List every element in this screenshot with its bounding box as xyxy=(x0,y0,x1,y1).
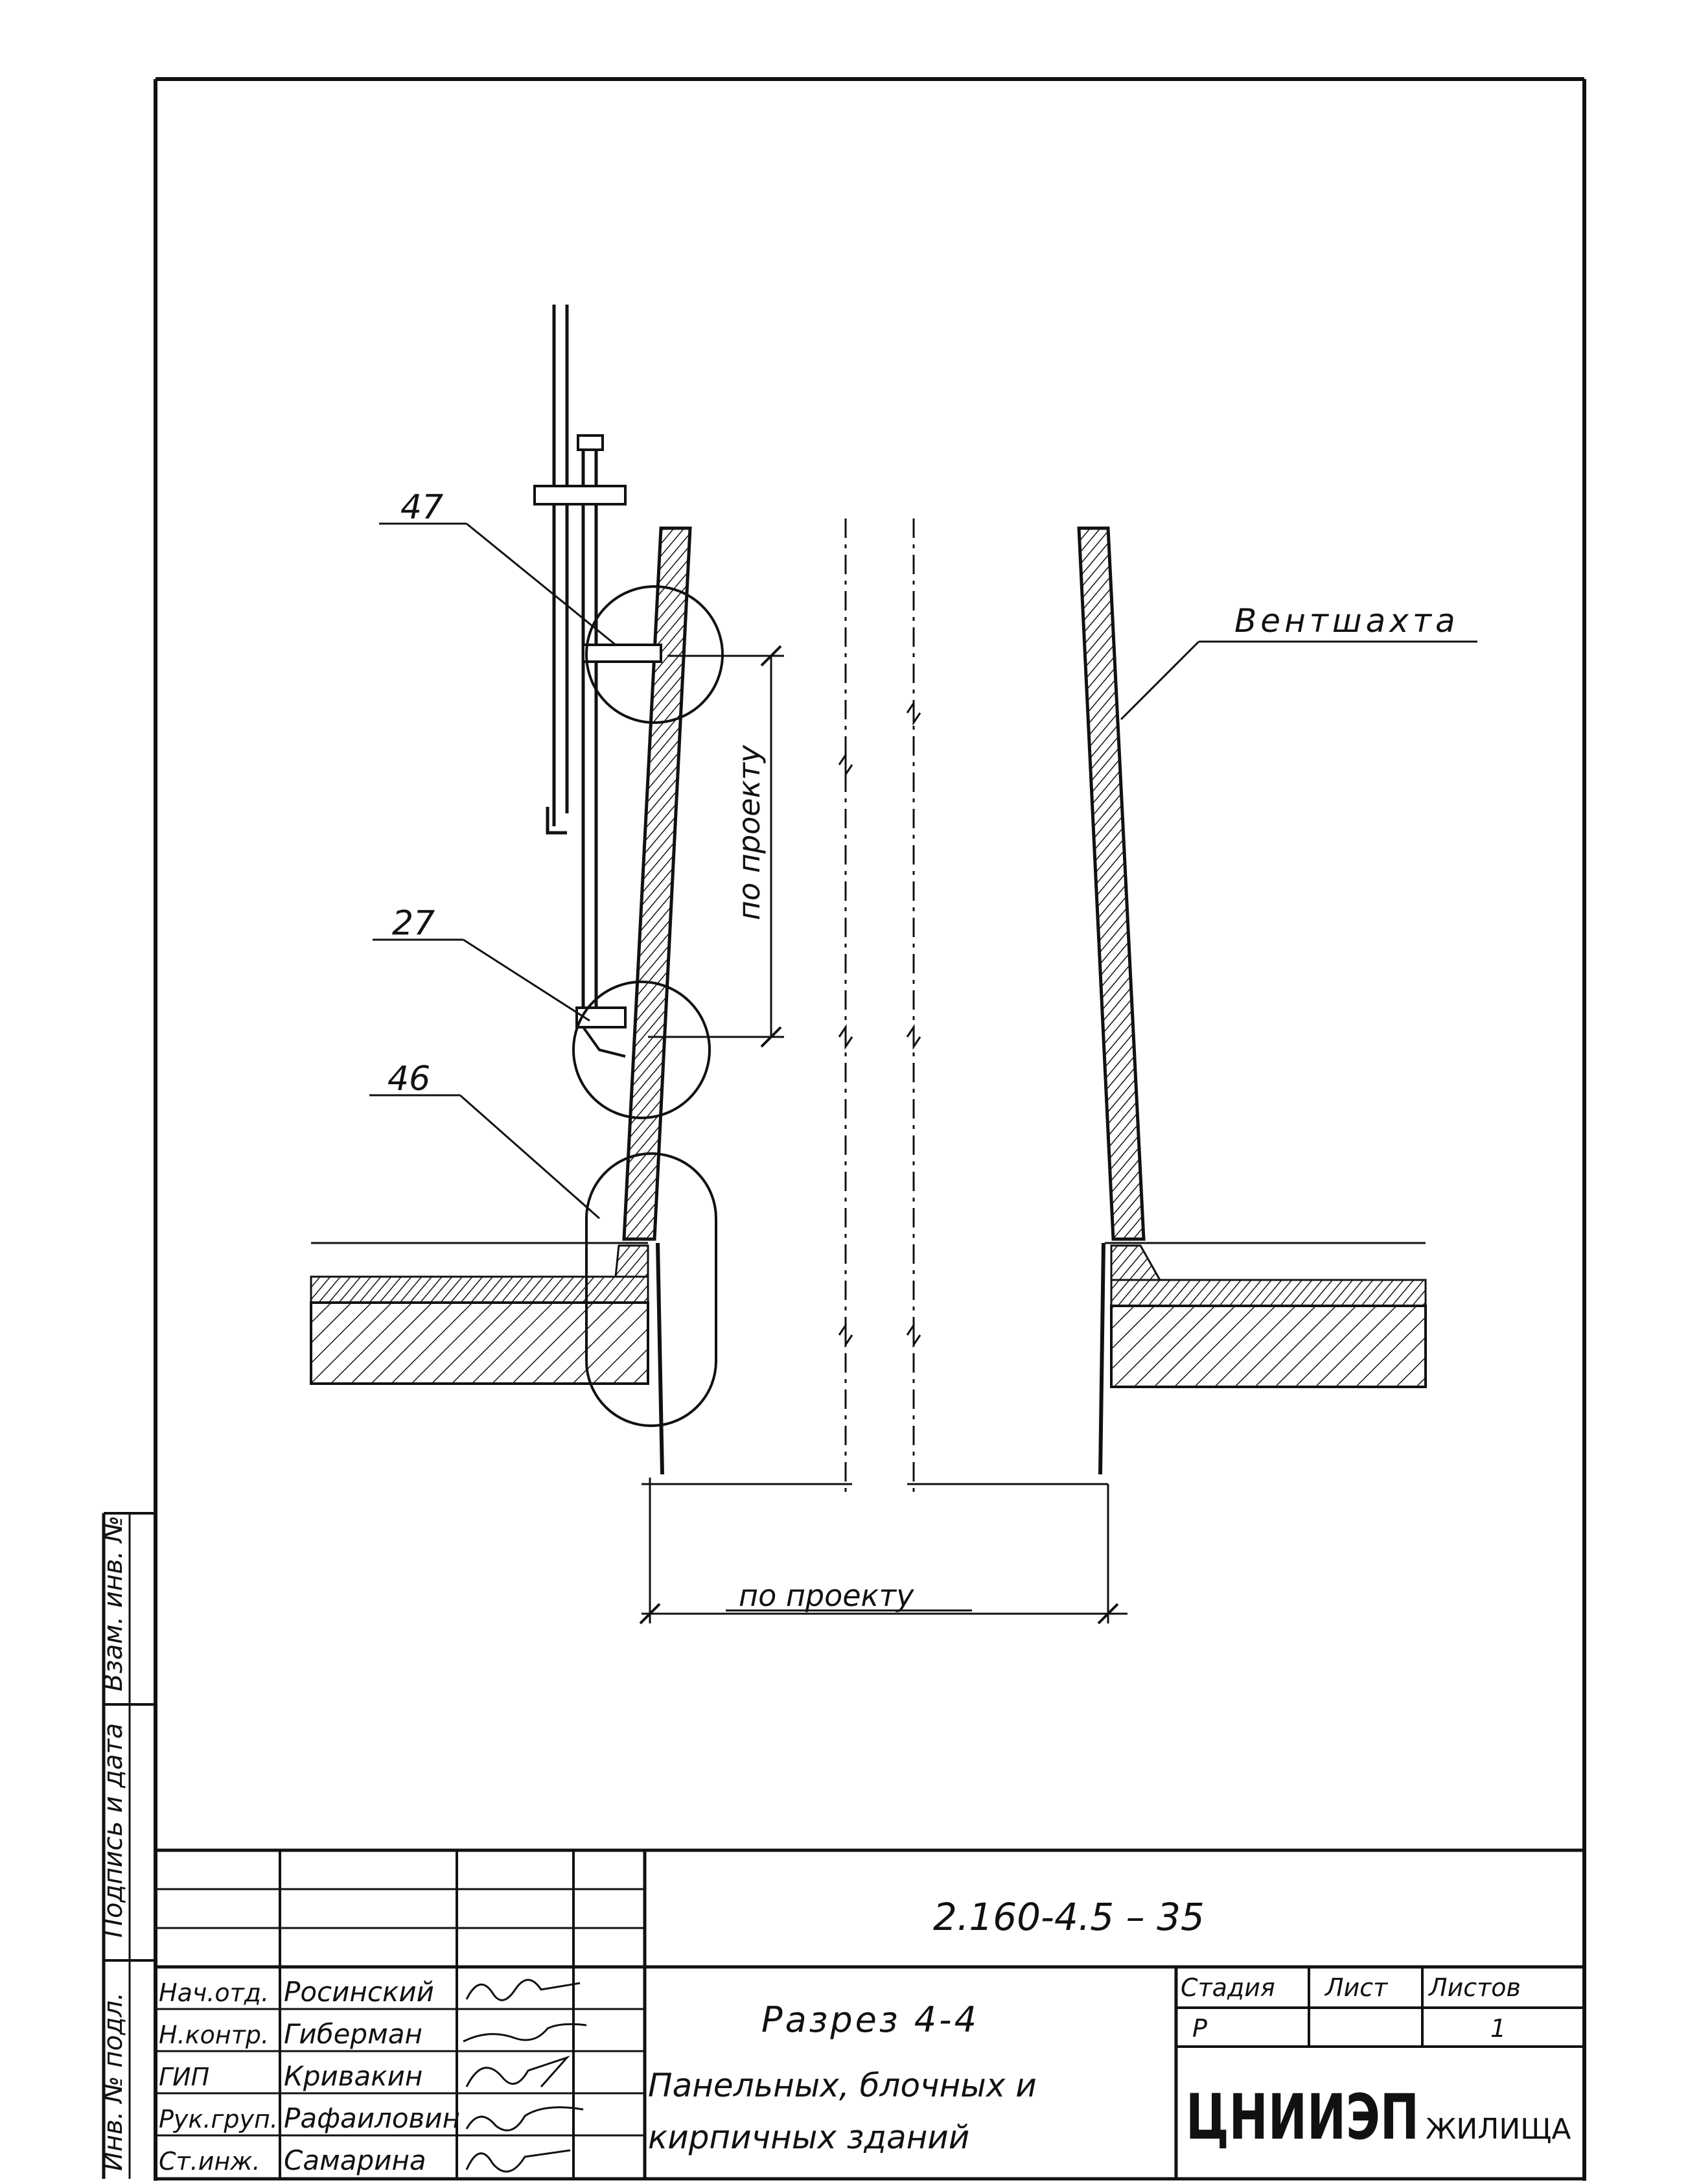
org-main-logo: ЦНИИЭП xyxy=(1186,2081,1419,2154)
signer-name: Кривакин xyxy=(284,2060,422,2092)
signer-role: Рук.груп. xyxy=(159,2105,278,2133)
replace-inv-label: Взам. инв. № xyxy=(98,1515,128,1691)
dim-vertical-label: по проекту xyxy=(732,745,767,920)
handwritten-signatures xyxy=(463,1979,587,2173)
sign-date-label: Подпись и дата xyxy=(98,1723,128,1938)
callout-46: 46 xyxy=(387,1060,430,1098)
signer-name: Росинский xyxy=(284,1976,434,2008)
callout-47: 47 xyxy=(400,488,443,527)
inv-no-orig-label: Инв. № подл. xyxy=(98,1992,128,2171)
shaft-wall-right xyxy=(1077,526,1146,1475)
title-block-grid xyxy=(156,1848,1584,2179)
signer-name: Самарина xyxy=(284,2144,426,2176)
sheets-value: 1 xyxy=(1490,2014,1506,2043)
shaft-wall-left xyxy=(622,526,692,1475)
signer-role: ГИП xyxy=(159,2063,209,2091)
callout-27: 27 xyxy=(392,904,435,943)
break-lines xyxy=(838,518,921,1494)
stage-value: Р xyxy=(1192,2014,1207,2043)
dimension-horizontal xyxy=(639,1478,1127,1625)
dimension-vertical xyxy=(648,645,784,1048)
ventshaft-label: Вентшахта xyxy=(1234,602,1459,640)
dim-horizontal-label: по проекту xyxy=(739,1578,914,1613)
signer-name: Гиберман xyxy=(284,2018,422,2050)
side-stamp: Инв. № подл. Подпись и дата Взам. инв. № xyxy=(98,1512,156,2179)
signer-name: Рафаиловин xyxy=(284,2102,460,2134)
sheet-frame xyxy=(154,77,1586,2181)
title-line-3: кирпичных зданий xyxy=(648,2119,969,2156)
signer-role: Ст.инж. xyxy=(159,2147,260,2176)
floor-slab-right xyxy=(1105,1242,1427,1388)
sheet-header: Лист xyxy=(1324,1973,1389,2002)
floor-slab-left xyxy=(310,1242,649,1385)
title-line-1: Разрез 4-4 xyxy=(761,1999,979,2040)
signer-role: Н.контр. xyxy=(159,2021,269,2049)
signer-role: Нач.отд. xyxy=(159,1979,269,2007)
ladder xyxy=(533,305,662,1058)
detail-circles xyxy=(572,585,724,1427)
doc-code: 2.160-4.5 – 35 xyxy=(933,1895,1205,1939)
sheets-header: Листов xyxy=(1428,1973,1521,2002)
org-sub-label: ЖИЛИЩА xyxy=(1426,2113,1571,2146)
callout-leaders xyxy=(369,522,1477,1220)
signer-rows: Нач.отд. Росинский Н.контр. Гиберман ГИП… xyxy=(159,1976,460,2176)
title-line-2: Панельных, блочных и xyxy=(648,2067,1037,2104)
stage-header: Стадия xyxy=(1181,1973,1275,2002)
